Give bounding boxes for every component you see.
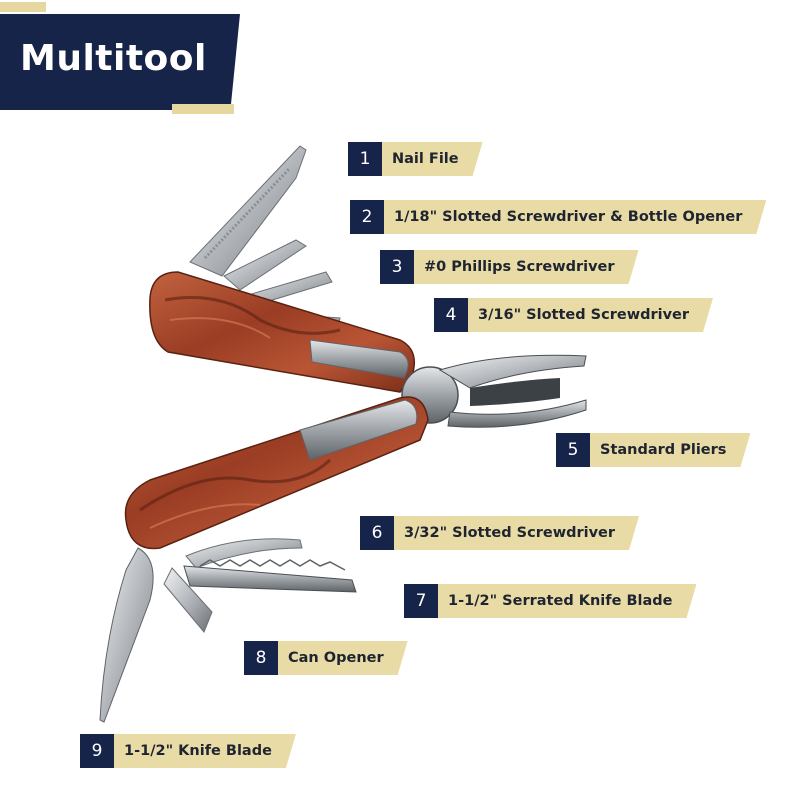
title-accent-bottom [172, 104, 234, 114]
label-7: 7 1-1/2" Serrated Knife Blade [404, 584, 696, 618]
label-number: 2 [350, 200, 384, 234]
label-text: Standard Pliers [590, 433, 750, 467]
label-3: 3 #0 Phillips Screwdriver [380, 250, 639, 284]
label-text: Nail File [382, 142, 483, 176]
label-2: 2 1/18" Slotted Screwdriver & Bottle Ope… [350, 200, 766, 234]
label-number: 8 [244, 641, 278, 675]
label-8: 8 Can Opener [244, 641, 408, 675]
label-9: 9 1-1/2" Knife Blade [80, 734, 296, 768]
label-text: 3/16" Slotted Screwdriver [468, 298, 713, 332]
nail-file-shape [189, 145, 307, 277]
pliers-shape [401, 354, 587, 428]
label-text: 1-1/2" Serrated Knife Blade [438, 584, 696, 618]
label-5: 5 Standard Pliers [556, 433, 750, 467]
title-box [0, 14, 240, 110]
label-number: 1 [348, 142, 382, 176]
label-text: Can Opener [278, 641, 408, 675]
label-number: 6 [360, 516, 394, 550]
title-banner: Multitool [0, 0, 250, 118]
label-6: 6 3/32" Slotted Screwdriver [360, 516, 639, 550]
label-number: 9 [80, 734, 114, 768]
lower-tools-shape [99, 538, 357, 723]
label-number: 4 [434, 298, 468, 332]
lower-handle-shape [124, 396, 429, 550]
label-number: 3 [380, 250, 414, 284]
page-title: Multitool [20, 38, 207, 79]
title-accent-top [0, 2, 46, 12]
label-text: 1-1/2" Knife Blade [114, 734, 296, 768]
label-number: 7 [404, 584, 438, 618]
label-1: 1 Nail File [348, 142, 483, 176]
upper-handle-shape [149, 271, 415, 393]
label-text: #0 Phillips Screwdriver [414, 250, 639, 284]
label-4: 4 3/16" Slotted Screwdriver [434, 298, 713, 332]
label-text: 3/32" Slotted Screwdriver [394, 516, 639, 550]
label-text: 1/18" Slotted Screwdriver & Bottle Opene… [384, 200, 766, 234]
label-number: 5 [556, 433, 590, 467]
